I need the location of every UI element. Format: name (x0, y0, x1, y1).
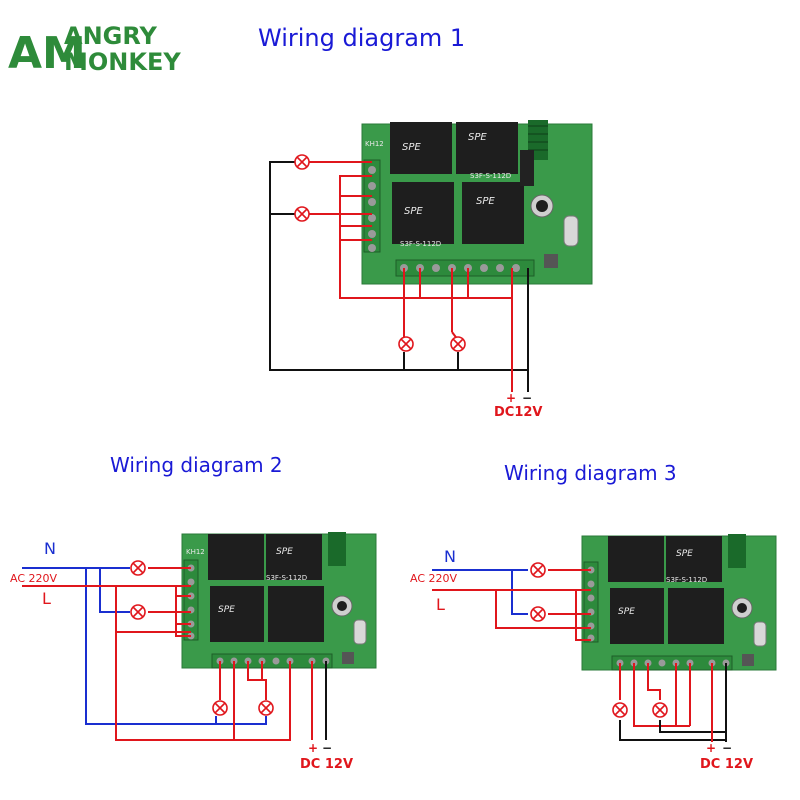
lamp-icon (530, 562, 546, 578)
supply-label: DC12V (494, 405, 542, 420)
relay-1 (608, 536, 664, 582)
antenna-coil (328, 532, 346, 566)
wiring-diagram-3: Wiring diagram 3 SPE SPE S3F-S-112D S3F-… (410, 461, 777, 772)
receiver-board-3: SPE SPE S3F-S-112D S3F-S-112D (581, 534, 777, 671)
logo-letters: AM (8, 28, 86, 79)
relay-3 (610, 588, 664, 644)
crystal (563, 215, 579, 247)
wiring-diagram-2: Wiring diagram 2 SPE SPE S3F-S-112D S3F-… (10, 453, 377, 772)
neutral-label: N (444, 547, 456, 566)
learn-button (742, 654, 754, 666)
ac-label: AC 220V (10, 572, 58, 585)
neutral-label: N (44, 539, 56, 558)
diagram3-title: Wiring diagram 3 (504, 461, 677, 485)
lamp-icon (130, 604, 146, 620)
relay-model: S3F-S-112D (400, 240, 441, 248)
live-label: L (436, 595, 445, 614)
lamp-icon (652, 702, 668, 718)
learn-button (544, 254, 558, 268)
learn-button (342, 652, 354, 664)
lamp-icon (294, 154, 310, 170)
relay-brand: SPE (218, 605, 235, 615)
lamp-icon (130, 560, 146, 576)
dc-plus: + (308, 741, 318, 755)
dc-plus: + (706, 741, 716, 755)
relay-brand: SPE (276, 547, 293, 557)
relay-2 (266, 534, 322, 580)
wires-3 (432, 569, 727, 742)
relay-brand: SPE (402, 142, 421, 153)
relay-brand: SPE (676, 549, 693, 559)
brand-logo: AM ANGRY MONKEY (8, 22, 181, 79)
relay-model: S3F-S-112D (470, 172, 511, 180)
lamp-icon (294, 206, 310, 222)
relay-brand: SPE (404, 206, 423, 217)
relay-2 (456, 122, 518, 174)
relay-brand: SPE (618, 607, 635, 617)
antenna-coil (728, 534, 746, 568)
dc-minus: − (322, 741, 332, 755)
terminal-block-bottom (611, 655, 733, 671)
terminal-block-left (183, 559, 199, 641)
relay-3 (392, 182, 454, 244)
receiver-board-2: SPE SPE S3F-S-112D S3F-S-112D KH12 (181, 532, 377, 669)
dc-minus: − (522, 391, 532, 405)
terminal-block-bottom (211, 653, 333, 669)
dc-minus: − (722, 741, 732, 755)
crystal (753, 621, 767, 647)
logo-line2: MONKEY (64, 48, 181, 76)
lamp-icon (398, 336, 414, 352)
ac-label: AC 220V (410, 572, 458, 585)
live-label: L (42, 589, 51, 608)
board-model: KH12 (186, 548, 205, 556)
lamp-icon (450, 336, 466, 352)
terminal-block-left (583, 561, 599, 643)
lamp-icon (258, 700, 274, 716)
relay-4 (268, 586, 324, 642)
wiring-diagram-1: Wiring diagram 1 SPE SPE SPE SPE S3F-S-1… (258, 24, 593, 420)
relay-model: S3F-S-112D (266, 574, 307, 582)
crystal (353, 619, 367, 645)
supply-label: DC 12V (300, 757, 353, 772)
ic-chip (520, 150, 534, 186)
wires-2 (22, 567, 327, 741)
relay-1 (390, 122, 452, 174)
lamp-icon (212, 700, 228, 716)
logo-line1: ANGRY (64, 22, 158, 50)
receiver-board-1: SPE SPE SPE SPE S3F-S-112D S3F-S-112D KH… (361, 120, 593, 285)
relay-4 (668, 588, 724, 644)
relay-4 (462, 182, 524, 244)
diagram1-title: Wiring diagram 1 (258, 24, 465, 52)
supply-label: DC 12V (700, 757, 753, 772)
relay-brand: SPE (468, 132, 487, 143)
relay-brand: SPE (476, 196, 495, 207)
relay-2 (666, 536, 722, 582)
lamp-icon (530, 606, 546, 622)
relay-model: S3F-S-112D (666, 576, 707, 584)
relay-3 (210, 586, 264, 642)
dc-plus: + (506, 391, 516, 405)
relay-1 (208, 534, 264, 580)
diagram2-title: Wiring diagram 2 (110, 453, 283, 477)
board-model: KH12 (365, 140, 384, 148)
lamp-icon (612, 702, 628, 718)
